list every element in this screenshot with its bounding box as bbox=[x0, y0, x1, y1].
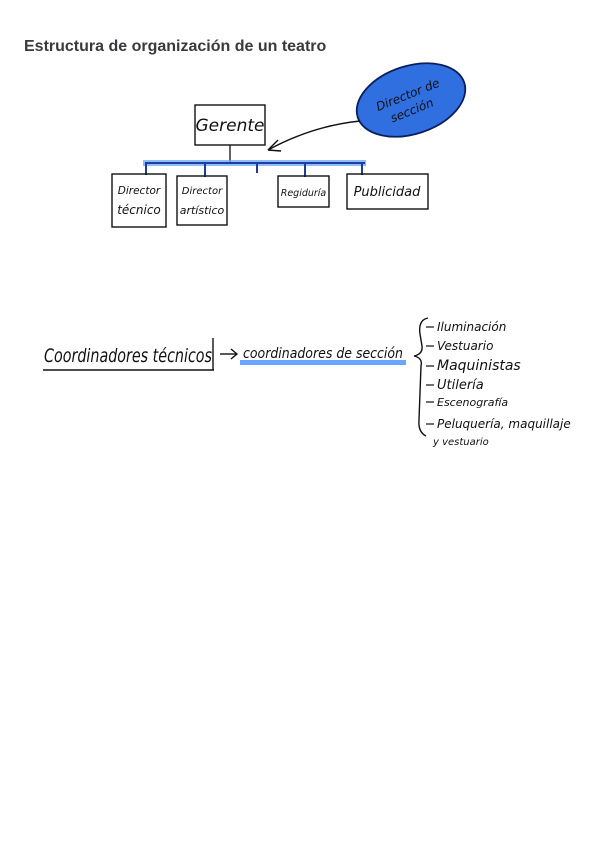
flow-middle-highlight bbox=[240, 360, 406, 365]
child-2-line2: artístico bbox=[180, 204, 225, 217]
flow-items-list: Iluminación Vestuario Maquinistas Utiler… bbox=[426, 320, 571, 448]
callout-ellipse bbox=[355, 62, 467, 138]
gerente-label: Gerente bbox=[196, 116, 265, 136]
child-box-director-tecnico bbox=[111, 173, 167, 228]
child-box-publicidad bbox=[346, 173, 429, 210]
page-title: Estructura de organización de un teatro bbox=[24, 38, 327, 55]
flow-item: Vestuario bbox=[437, 339, 493, 353]
flow-item: Maquinistas bbox=[437, 358, 521, 374]
flow-arrowhead bbox=[230, 348, 239, 360]
flow-brace bbox=[413, 317, 429, 437]
callout-arrow bbox=[267, 120, 361, 151]
flow-middle-text: coordinadores de sección bbox=[243, 346, 403, 362]
child-2-line1: Director bbox=[182, 186, 223, 197]
flow-item: Utilería bbox=[437, 378, 484, 393]
flow-item: Escenografía bbox=[437, 396, 508, 409]
flow-start-text: Coordinadores técnicos bbox=[44, 345, 212, 367]
child-1-line2: técnico bbox=[117, 203, 161, 217]
flow-item: Iluminación bbox=[437, 320, 506, 334]
child-1-line1: Director bbox=[118, 185, 161, 197]
flow-item: y vestuario bbox=[432, 437, 489, 448]
callout-arrowhead bbox=[267, 139, 282, 152]
child-4-line1: Publicidad bbox=[354, 185, 422, 200]
child-3-line1: Regiduría bbox=[281, 188, 327, 199]
child-box-regiduria bbox=[277, 175, 330, 208]
child-box-director-artistico bbox=[176, 175, 228, 226]
flow-item: Peluquería, maquillaje bbox=[437, 417, 571, 431]
